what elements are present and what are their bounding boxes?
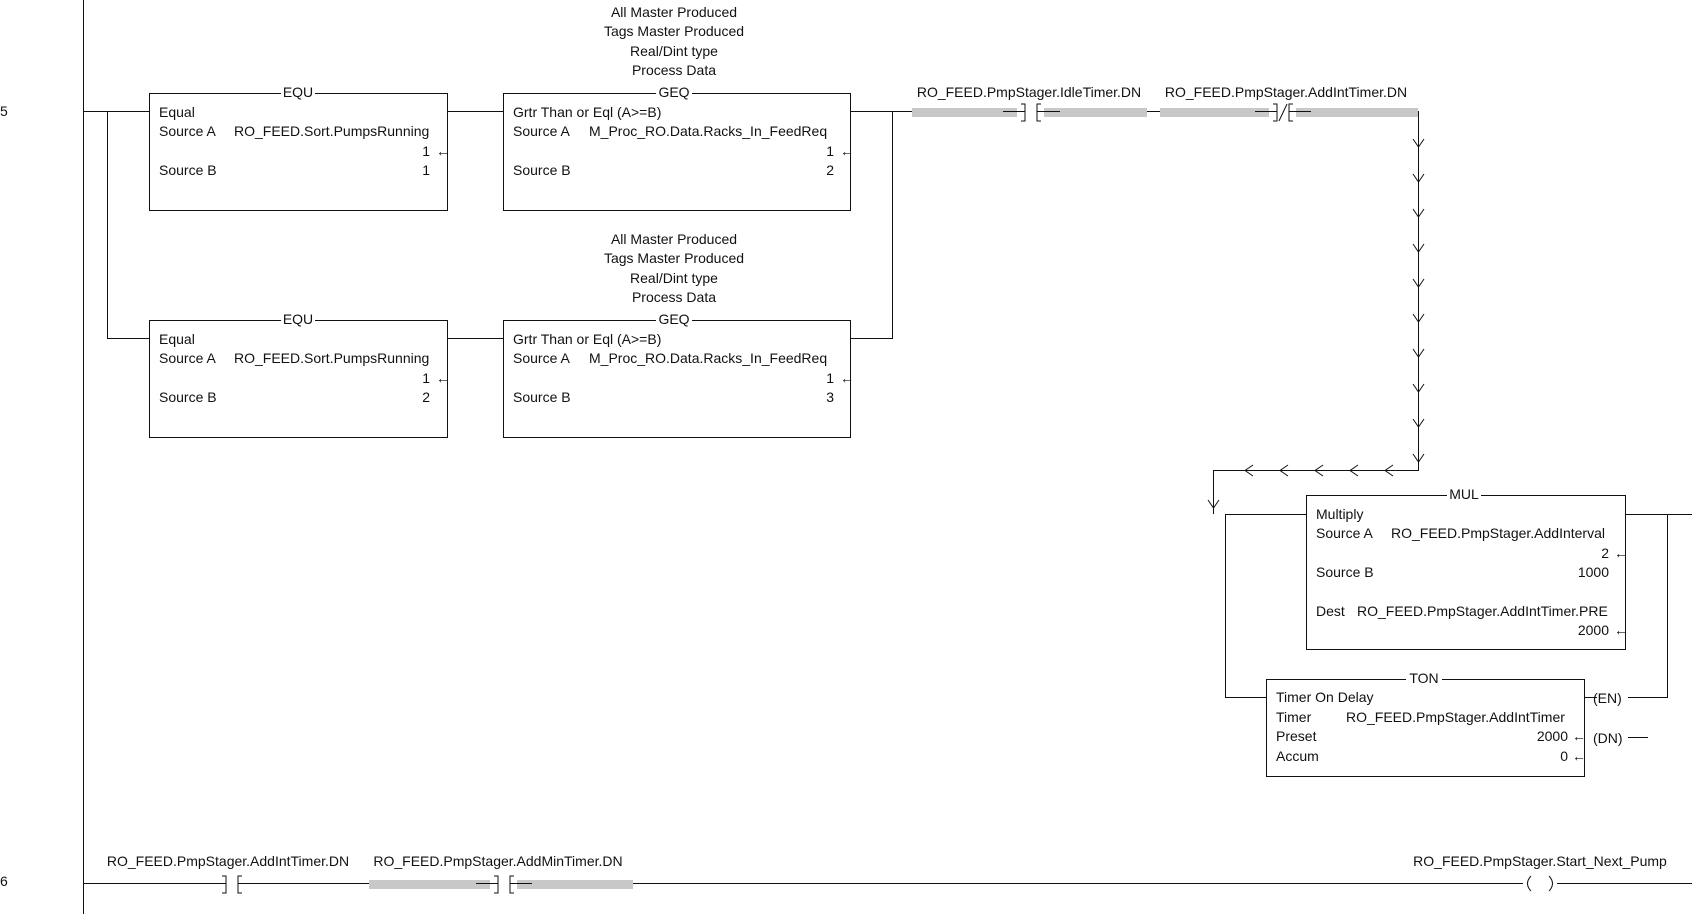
geq-comment-2: All Master Produced Tags Master Produced… bbox=[604, 231, 744, 305]
timer-label: Timer bbox=[1276, 709, 1312, 725]
ton-mnemonic: TON bbox=[1409, 670, 1438, 686]
contact-idle-timer-dn[interactable]: RO_FEED.PmpStager.IdleTimer.DN bbox=[912, 84, 1147, 122]
source-b-value: 1 bbox=[422, 162, 430, 178]
source-b-label: Source B bbox=[159, 162, 217, 178]
equ-title: Equal bbox=[159, 331, 195, 347]
geq-mnemonic: GEQ bbox=[658, 84, 689, 100]
contact-tag: RO_FEED.PmpStager.IdleTimer.DN bbox=[917, 84, 1141, 100]
accum-value: 0 bbox=[1560, 748, 1568, 764]
source-a-tag: RO_FEED.Sort.PumpsRunning bbox=[234, 123, 429, 139]
source-a-value: 1 bbox=[826, 143, 834, 159]
svg-text:Process Data: Process Data bbox=[632, 62, 716, 78]
value-arrow: ← bbox=[436, 370, 450, 386]
value-arrow: ← bbox=[1614, 622, 1628, 638]
source-b-value: 2 bbox=[422, 389, 430, 405]
svg-text:All Master Produced: All Master Produced bbox=[611, 4, 737, 20]
geq-mnemonic: GEQ bbox=[658, 311, 689, 327]
source-a-value: 1 bbox=[422, 143, 430, 159]
dest-tag: RO_FEED.PmpStager.AddIntTimer.PRE bbox=[1357, 603, 1608, 619]
geq-block-2[interactable]: GEQ Grtr Than or Eql (A>=B) Source A M_P… bbox=[503, 311, 855, 438]
source-a-value: 2 bbox=[1601, 545, 1609, 561]
svg-text:Tags Master Produced: Tags Master Produced bbox=[604, 250, 744, 266]
source-b-value: 1000 bbox=[1578, 564, 1609, 580]
accum-label: Accum bbox=[1276, 748, 1319, 764]
source-a-label: Source A bbox=[513, 350, 570, 366]
contact-add-min-timer-dn[interactable]: RO_FEED.PmpStager.AddMinTimer.DN bbox=[373, 853, 623, 894]
source-a-label: Source A bbox=[513, 123, 570, 139]
geq-title: Grtr Than or Eql (A>=B) bbox=[513, 104, 661, 120]
coil-start-next-pump[interactable]: RO_FEED.PmpStager.Start_Next_Pump bbox=[1413, 853, 1667, 892]
equ-mnemonic: EQU bbox=[283, 311, 313, 327]
equ-title: Equal bbox=[159, 104, 195, 120]
equ-mnemonic: EQU bbox=[283, 84, 313, 100]
source-b-label: Source B bbox=[513, 389, 571, 405]
preset-value: 2000 bbox=[1537, 728, 1568, 744]
source-a-tag: M_Proc_RO.Data.Racks_In_FeedReq bbox=[589, 123, 827, 139]
source-a-label: Source A bbox=[159, 123, 216, 139]
source-b-label: Source B bbox=[159, 389, 217, 405]
value-arrow: ← bbox=[840, 370, 854, 386]
source-b-label: Source B bbox=[1316, 564, 1374, 580]
svg-text:Tags Master Produced: Tags Master Produced bbox=[604, 23, 744, 39]
source-b-label: Source B bbox=[513, 162, 571, 178]
geq-block-1[interactable]: GEQ Grtr Than or Eql (A>=B) Source A M_P… bbox=[503, 84, 855, 211]
svg-text:Real/Dint type: Real/Dint type bbox=[630, 43, 718, 59]
rung-number-6[interactable]: 6 bbox=[0, 873, 8, 889]
source-a-value: 1 bbox=[422, 370, 430, 386]
mul-title: Multiply bbox=[1316, 506, 1363, 522]
mul-block[interactable]: MUL Multiply Source A RO_FEED.PmpStager.… bbox=[1306, 486, 1629, 650]
contact-add-int-timer-dn-rung6[interactable]: RO_FEED.PmpStager.AddIntTimer.DN bbox=[107, 853, 349, 894]
value-arrow: ← bbox=[1572, 728, 1586, 744]
value-arrow: ← bbox=[840, 143, 854, 159]
contact-tag: RO_FEED.PmpStager.AddIntTimer.DN bbox=[1165, 84, 1407, 100]
equ-block-1[interactable]: EQU Equal Source A RO_FEED.Sort.PumpsRun… bbox=[149, 84, 451, 211]
source-b-value: 2 bbox=[826, 162, 834, 178]
svg-text:Real/Dint type: Real/Dint type bbox=[630, 270, 718, 286]
source-b-value: 3 bbox=[826, 389, 834, 405]
dest-value: 2000 bbox=[1578, 622, 1609, 638]
source-a-tag: M_Proc_RO.Data.Racks_In_FeedReq bbox=[589, 350, 827, 366]
value-arrow: ← bbox=[1572, 748, 1586, 764]
dn-output: (DN) bbox=[1593, 730, 1623, 746]
source-a-label: Source A bbox=[159, 350, 216, 366]
ton-block[interactable]: TON Timer On Delay Timer RO_FEED.PmpStag… bbox=[1266, 670, 1623, 777]
mul-mnemonic: MUL bbox=[1449, 486, 1479, 502]
timer-tag: RO_FEED.PmpStager.AddIntTimer bbox=[1346, 709, 1565, 725]
contact-tag: RO_FEED.PmpStager.AddIntTimer.DN bbox=[107, 853, 349, 869]
geq-comment-1: All Master Produced Tags Master Produced… bbox=[604, 4, 744, 78]
preset-label: Preset bbox=[1276, 728, 1317, 744]
contact-tag: RO_FEED.PmpStager.AddMinTimer.DN bbox=[373, 853, 622, 869]
en-output: (EN) bbox=[1593, 690, 1622, 706]
contact-add-int-timer-dn[interactable]: RO_FEED.PmpStager.AddIntTimer.DN bbox=[1160, 84, 1418, 122]
svg-text:All Master Produced: All Master Produced bbox=[611, 231, 737, 247]
equ-block-2[interactable]: EQU Equal Source A RO_FEED.Sort.PumpsRun… bbox=[149, 311, 451, 438]
value-arrow: ← bbox=[1614, 545, 1628, 561]
source-a-tag: RO_FEED.Sort.PumpsRunning bbox=[234, 350, 429, 366]
rung-5 bbox=[83, 111, 1692, 738]
dest-label: Dest bbox=[1316, 603, 1345, 619]
flow-arrows-down bbox=[1412, 138, 1425, 463]
geq-title: Grtr Than or Eql (A>=B) bbox=[513, 331, 661, 347]
source-a-label: Source A bbox=[1316, 525, 1373, 541]
source-a-value: 1 bbox=[826, 370, 834, 386]
source-a-tag: RO_FEED.PmpStager.AddInterval bbox=[1391, 525, 1605, 541]
rung-number-5[interactable]: 5 bbox=[0, 103, 8, 119]
value-arrow: ← bbox=[436, 143, 450, 159]
svg-text:Process Data: Process Data bbox=[632, 289, 716, 305]
ton-title: Timer On Delay bbox=[1276, 689, 1374, 705]
coil-tag: RO_FEED.PmpStager.Start_Next_Pump bbox=[1413, 853, 1667, 869]
flow-arrows-left bbox=[1207, 464, 1394, 509]
